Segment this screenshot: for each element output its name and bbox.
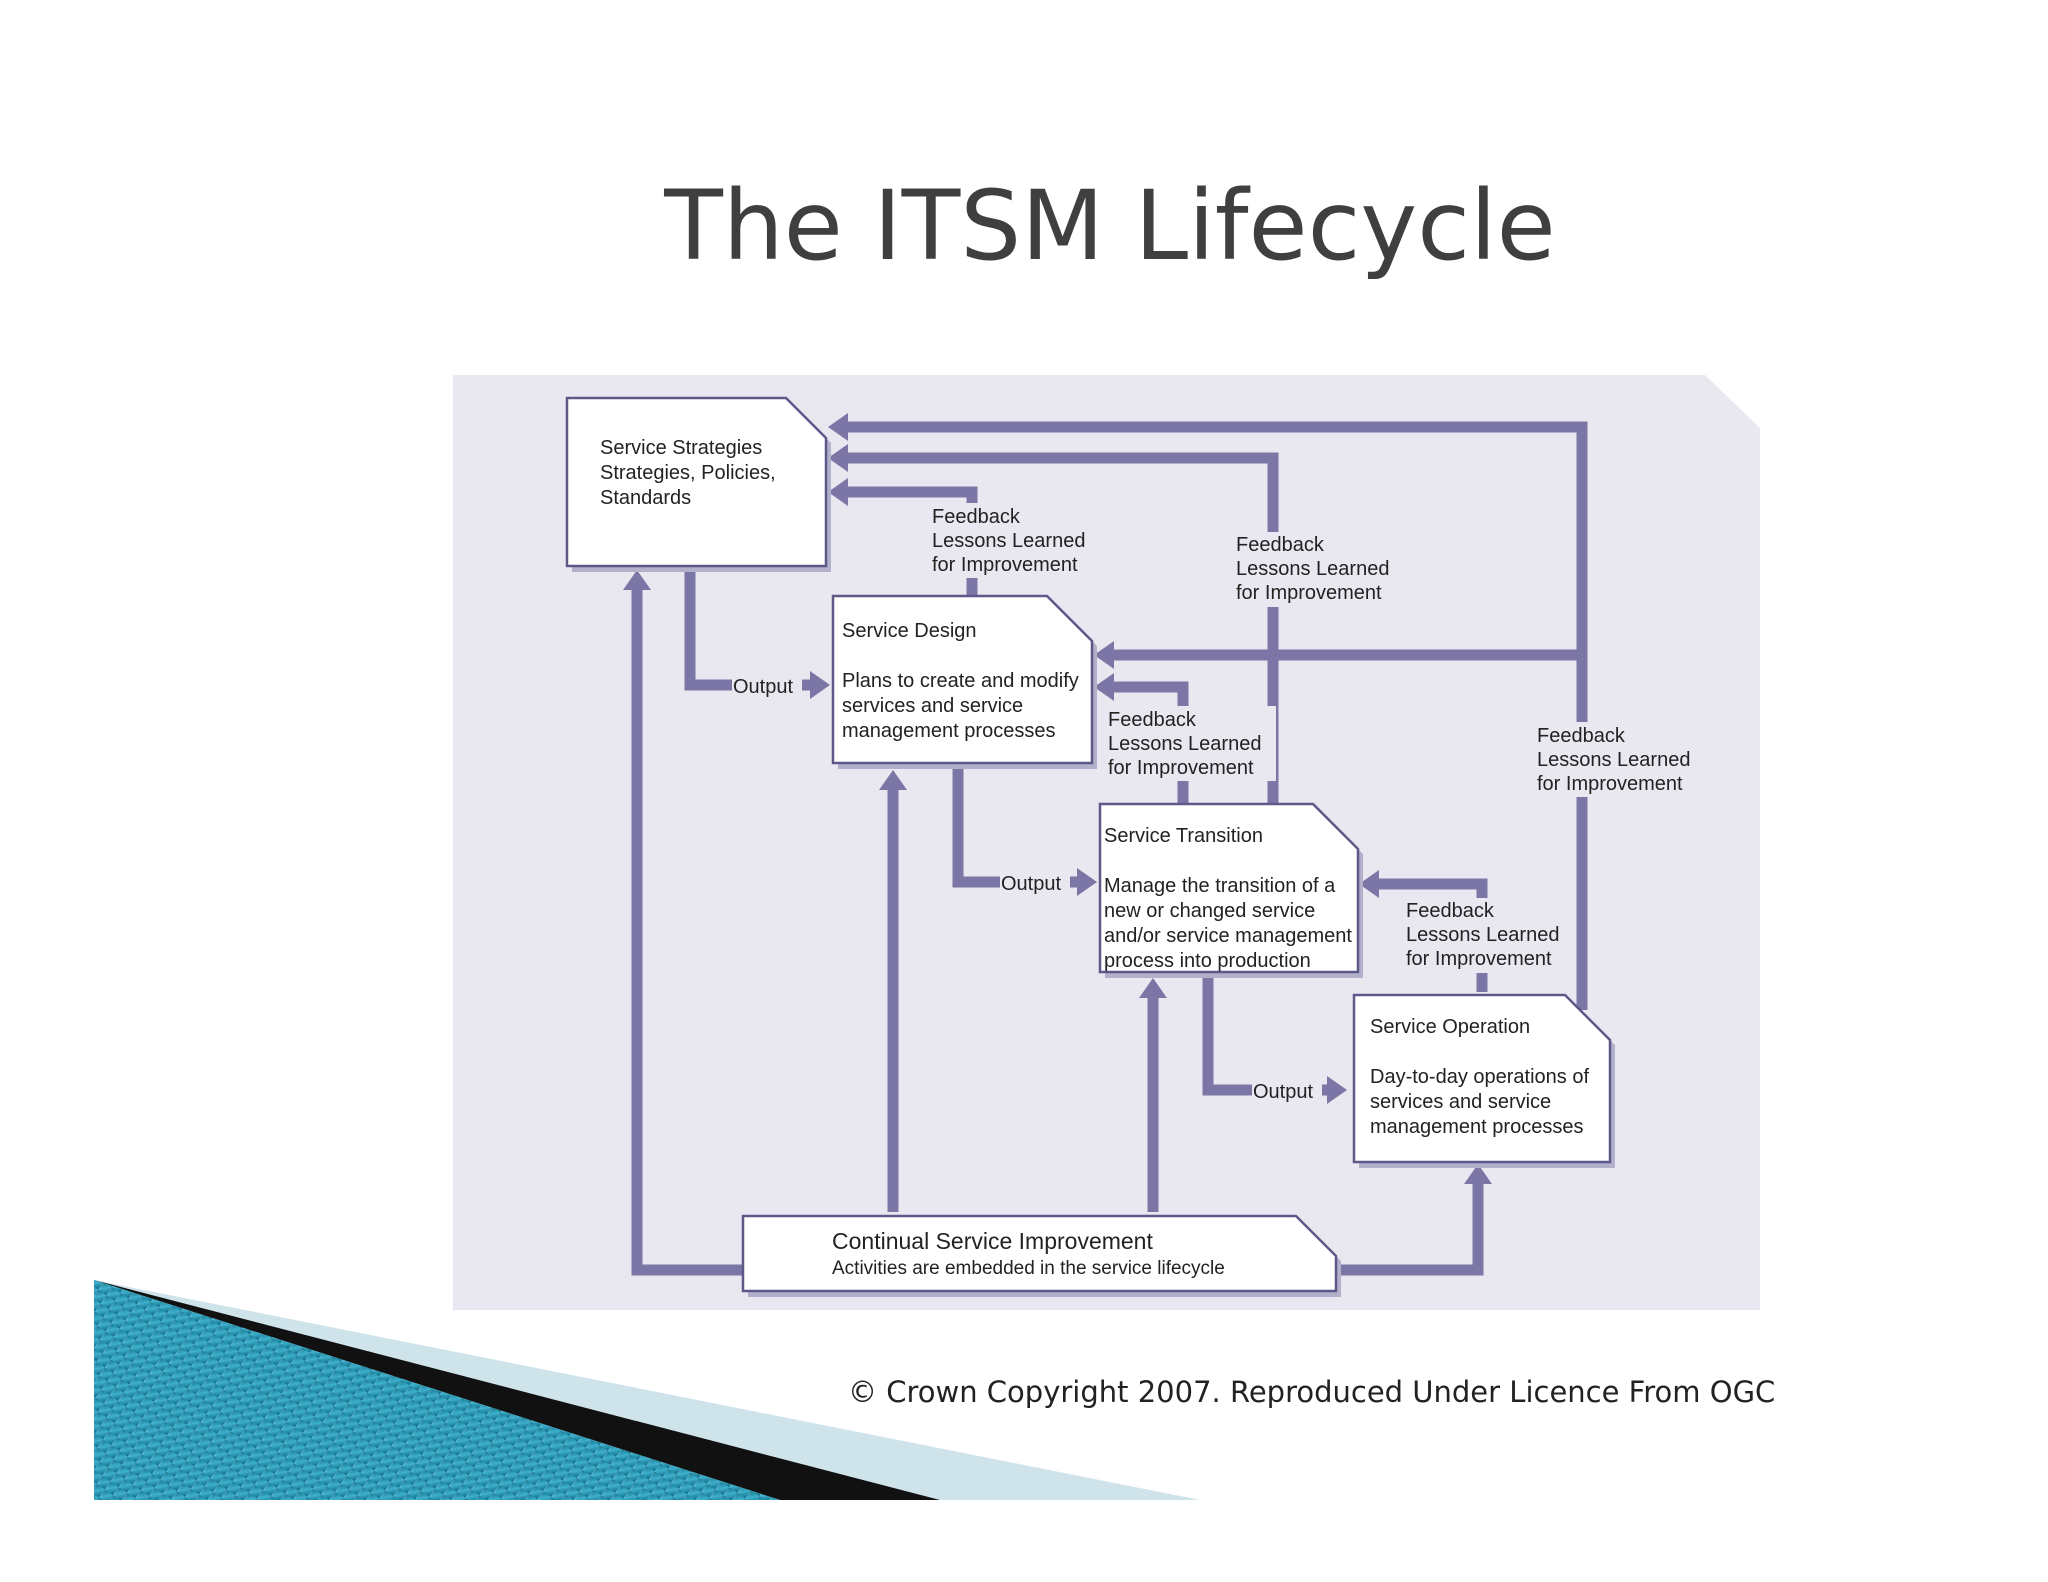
feedback-bg-4 bbox=[1535, 722, 1710, 797]
box-transition-line-1: Service Transition bbox=[1104, 825, 1263, 847]
box-design-line-1: Service Design bbox=[842, 620, 977, 642]
feedback-label-operation: Feedback Lessons Learned for Improvement bbox=[1537, 725, 1696, 795]
box-strategy-line-2: Strategies, Policies, bbox=[600, 462, 776, 484]
output-label-transition-operation: Output bbox=[1253, 1081, 1313, 1103]
csi-line-to-operation bbox=[1335, 1178, 1484, 1276]
ribbon-teal-band bbox=[94, 1280, 780, 1500]
feedback-bg-1 bbox=[930, 503, 1100, 578]
feedback-line-2: Lessons Learned bbox=[1108, 733, 1261, 755]
feedback-line-2: Lessons Learned bbox=[1537, 749, 1690, 771]
output-label-strategy-design: Output bbox=[733, 676, 793, 698]
box-design-line-3: Plans to create and modify bbox=[842, 670, 1079, 692]
feedback-line-operation-to-strategy bbox=[842, 421, 1588, 1010]
box-operation: Service Operation Day-to-day operations … bbox=[1352, 993, 1615, 1168]
feedback-line-3: for Improvement bbox=[1236, 582, 1382, 604]
box-strategy-line-1: Service Strategies bbox=[600, 437, 762, 459]
arrow-strategy-1 bbox=[828, 413, 848, 441]
box-design-line-4: services and service bbox=[842, 695, 1023, 717]
feedback-labels: Feedback Lessons Learned for Improvement… bbox=[930, 503, 1710, 973]
feedback-line-2: Lessons Learned bbox=[1236, 558, 1389, 580]
box-design-line-5: management processes bbox=[842, 720, 1055, 742]
arrow-output-operation bbox=[1327, 1076, 1347, 1104]
output-label-bg-1 bbox=[732, 673, 802, 697]
feedback-bg-3 bbox=[1106, 706, 1276, 781]
box-shape bbox=[741, 1214, 1338, 1293]
feedback-line-2: Lessons Learned bbox=[932, 530, 1085, 552]
box-operation-text: Service Operation Day-to-day operations … bbox=[1370, 1016, 1595, 1138]
output-label-bg-2 bbox=[1000, 870, 1070, 894]
feedback-line-transition-to-strategy bbox=[842, 452, 1279, 804]
arrow-transition-1 bbox=[1359, 870, 1379, 898]
box-design-text: Service Design Plans to create and modif… bbox=[842, 620, 1084, 742]
box-shape bbox=[565, 396, 828, 568]
arrow-strategy-2 bbox=[828, 444, 848, 472]
arrowheads bbox=[623, 413, 1492, 1184]
box-shape bbox=[1352, 993, 1612, 1164]
output-label-bg-3 bbox=[1252, 1078, 1322, 1102]
box-operation-line-4: services and service bbox=[1370, 1091, 1551, 1113]
box-shape bbox=[831, 594, 1094, 765]
arrow-strategy-3 bbox=[828, 478, 848, 506]
box-transition-line-5: and/or service management bbox=[1104, 925, 1352, 947]
feedback-bg-2 bbox=[1234, 532, 1404, 607]
slide-title: The ITSM Lifecycle bbox=[664, 170, 1556, 282]
arrow-csi-operation bbox=[1464, 1164, 1492, 1184]
arrow-design-2 bbox=[1094, 673, 1114, 701]
feedback-label-operation-to-transition: Feedback Lessons Learned for Improvement bbox=[1406, 900, 1565, 970]
copyright-notice: © Crown Copyright 2007. Reproduced Under… bbox=[848, 1375, 1776, 1409]
box-shape bbox=[1098, 802, 1360, 974]
box-csi-title: Continual Service Improvement bbox=[832, 1228, 1153, 1254]
feedback-line-3: for Improvement bbox=[1108, 757, 1254, 779]
output-labels: Output Output Output bbox=[732, 673, 1322, 1103]
arrow-csi-strategy bbox=[623, 570, 651, 590]
arrow-output-design bbox=[810, 671, 830, 699]
decorative-ribbon bbox=[94, 1280, 1200, 1500]
feedback-line-1: Feedback bbox=[1236, 534, 1325, 556]
feedback-line-3: for Improvement bbox=[1406, 948, 1552, 970]
arrow-csi-design bbox=[879, 770, 907, 790]
box-operation-line-5: management processes bbox=[1370, 1116, 1583, 1138]
feedback-line-1: Feedback bbox=[1537, 725, 1626, 747]
feedback-line-1: Feedback bbox=[1108, 709, 1197, 731]
csi-line-to-strategy bbox=[631, 582, 742, 1276]
feedback-label-design: Feedback Lessons Learned for Improvement bbox=[932, 506, 1091, 576]
box-operation-line-3: Day-to-day operations of bbox=[1370, 1066, 1589, 1088]
box-transition-line-4: new or changed service bbox=[1104, 900, 1315, 922]
ribbon-dark-band bbox=[94, 1280, 940, 1500]
feedback-line-1: Feedback bbox=[1406, 900, 1495, 922]
output-label-design-transition: Output bbox=[1001, 873, 1061, 895]
box-transition-line-6: process into production bbox=[1104, 950, 1311, 972]
box-operation-line-1: Service Operation bbox=[1370, 1016, 1530, 1038]
feedback-line-2: Lessons Learned bbox=[1406, 924, 1559, 946]
box-strategy-text: Service Strategies Strategies, Policies,… bbox=[600, 437, 781, 509]
box-csi-subtitle: Activities are embedded in the service l… bbox=[832, 1258, 1225, 1279]
box-strategy: Service Strategies Strategies, Policies,… bbox=[565, 396, 831, 572]
arrow-design-1 bbox=[1094, 641, 1114, 669]
box-strategy-line-3: Standards bbox=[600, 487, 691, 509]
feedback-bg-5 bbox=[1404, 898, 1576, 973]
arrow-output-transition bbox=[1077, 868, 1097, 896]
box-csi: Continual Service Improvement Activities… bbox=[741, 1214, 1341, 1297]
box-transition-text: Service Transition Manage the transition… bbox=[1104, 825, 1357, 972]
feedback-label-transition: Feedback Lessons Learned for Improvement bbox=[1236, 534, 1395, 604]
arrow-csi-transition bbox=[1139, 978, 1167, 998]
feedback-line-3: for Improvement bbox=[1537, 773, 1683, 795]
feedback-line-3: for Improvement bbox=[932, 554, 1078, 576]
box-transition-line-3: Manage the transition of a bbox=[1104, 875, 1336, 897]
feedback-label-transition-to-design: Feedback Lessons Learned for Improvement bbox=[1108, 709, 1267, 779]
ribbon-light-band bbox=[94, 1280, 1200, 1500]
box-design: Service Design Plans to create and modif… bbox=[831, 594, 1097, 769]
box-transition: Service Transition Manage the transition… bbox=[1098, 802, 1363, 978]
feedback-line-1: Feedback bbox=[932, 506, 1021, 528]
